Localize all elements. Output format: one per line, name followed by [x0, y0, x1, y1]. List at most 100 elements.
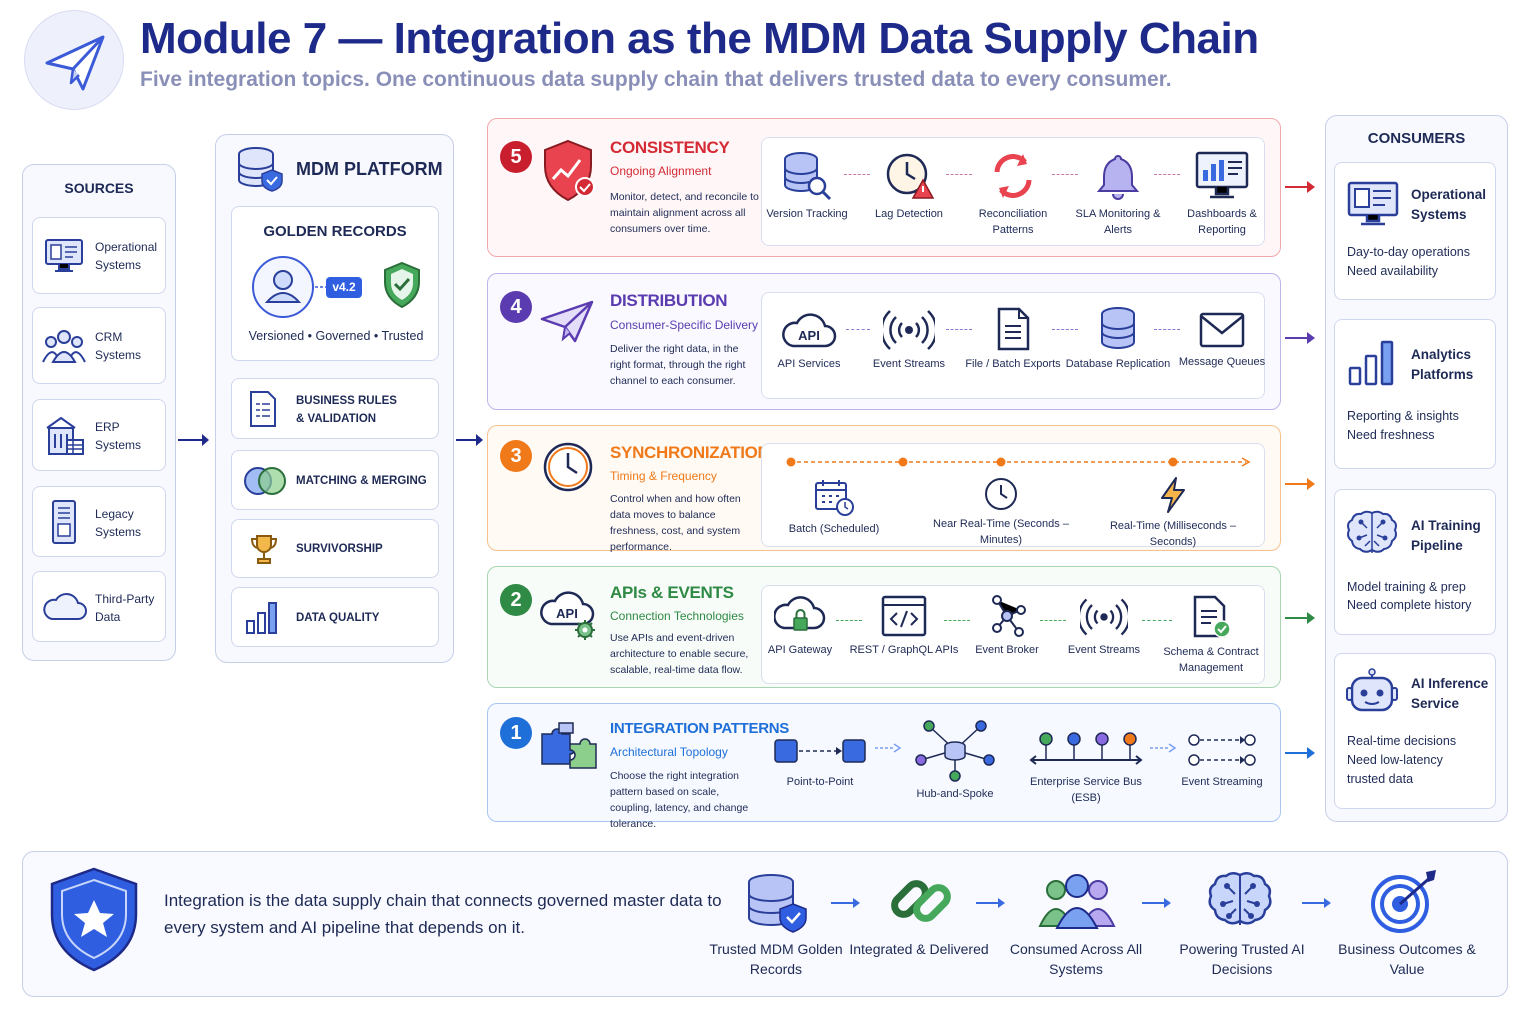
- step-label: Near Real-Time (Seconds – Minutes): [933, 518, 1069, 546]
- step-message-queues[interactable]: Message Queues: [1167, 310, 1277, 370]
- step-label: Database Replication: [1065, 358, 1171, 370]
- esb-bus-icon: [1029, 732, 1143, 765]
- bell-icon: [1096, 154, 1140, 200]
- step-event-streams-2[interactable]: Event Streams: [1049, 596, 1159, 658]
- step-rest-graphql[interactable]: REST / GraphQL APIs: [849, 594, 959, 658]
- consumer-card-ai-inference[interactable]: AI Inference Service Real-time decisions…: [1334, 653, 1496, 809]
- flow-connector: [1040, 620, 1066, 621]
- chain-label: Integrated & Delivered: [849, 941, 989, 957]
- clock-icon: [541, 440, 595, 499]
- cloud-lock-icon: [774, 596, 826, 631]
- dashboard-icon: [1195, 151, 1249, 199]
- band-title: CONSISTENCY: [610, 138, 730, 157]
- database-icon: [1101, 307, 1135, 349]
- sources-heading: SOURCES: [64, 180, 134, 196]
- source-card-crm[interactable]: CRM Systems: [32, 307, 166, 384]
- step-reconciliation[interactable]: Reconciliation Patterns: [958, 150, 1068, 238]
- pattern-point-to-point[interactable]: Point-to-Point: [764, 734, 876, 790]
- flow-connector: [844, 174, 870, 175]
- clock-warning-icon: [886, 153, 935, 199]
- step-label: REST / GraphQL APIs: [849, 644, 959, 656]
- step-event-streams[interactable]: Event Streams: [854, 308, 964, 372]
- band-title: DISTRIBUTION: [610, 291, 728, 310]
- chain-label: Powering Trusted AI Decisions: [1179, 941, 1305, 977]
- band-number-1: 1: [500, 717, 532, 749]
- platform-item-label: MATCHING & MERGING: [296, 475, 427, 487]
- consumer-card-ai-training[interactable]: AI Training Pipeline Model training & pr…: [1334, 489, 1496, 635]
- step-database-replication[interactable]: Database Replication: [1063, 306, 1173, 372]
- document-icon: [248, 390, 278, 433]
- mdm-platform-heading: MDM PLATFORM: [296, 159, 443, 179]
- calendar-clock-icon: [815, 480, 854, 516]
- platform-item-label: DATA QUALITY: [296, 612, 380, 624]
- file-icon: [997, 307, 1030, 351]
- platform-card-matching[interactable]: MATCHING & MERGING: [231, 450, 439, 510]
- step-file-batch[interactable]: File / Batch Exports: [958, 306, 1068, 372]
- step-lag-detection[interactable]: Lag Detection: [854, 150, 964, 222]
- step-batch-scheduled[interactable]: Batch (Scheduled): [779, 477, 889, 537]
- point-to-point-icon: [774, 739, 866, 763]
- broadcast-icon: [883, 310, 935, 350]
- step-label: Enterprise Service Bus (ESB): [1030, 776, 1142, 804]
- band-number-5: 5: [500, 141, 532, 173]
- step-label: Event Streams: [872, 358, 946, 370]
- band-subtitle: Architectural Topology: [610, 745, 728, 759]
- golden-records-caption: Versioned • Governed • Trusted: [248, 329, 424, 343]
- bar-chart-icon: [244, 599, 284, 640]
- monitor-icon: [1345, 179, 1401, 234]
- platform-card-survivorship[interactable]: SURVIVORSHIP: [231, 519, 439, 578]
- pattern-event-streaming[interactable]: Event Streaming: [1167, 730, 1277, 790]
- consumer-card-analytics[interactable]: Analytics Platforms Reporting & insights…: [1334, 319, 1496, 469]
- platform-card-business-rules[interactable]: BUSINESS RULES & VALIDATION: [231, 378, 439, 439]
- step-label: Event Broker: [975, 644, 1039, 656]
- people-icon: [42, 326, 86, 366]
- source-card-erp[interactable]: ERP Systems: [32, 399, 166, 471]
- golden-records-card[interactable]: GOLDEN RECORDS v4.2 Versioned • Governed…: [231, 206, 439, 361]
- band-title: APIs & EVENTS: [610, 583, 734, 602]
- step-sla-monitoring[interactable]: SLA Monitoring & Alerts: [1063, 150, 1173, 238]
- arrow-band4-to-consumers: [1285, 332, 1315, 344]
- api-cloud-text: API: [798, 328, 820, 343]
- source-card-legacy[interactable]: Legacy Systems: [32, 486, 166, 557]
- step-schema-contract[interactable]: Schema & Contract Management: [1150, 594, 1272, 676]
- chain-label: Trusted MDM Golden Records: [709, 941, 843, 977]
- step-version-tracking[interactable]: Version Tracking: [752, 150, 862, 222]
- flow-connector: [946, 174, 972, 175]
- consumer-desc-line: Need availability: [1347, 264, 1439, 278]
- step-label: Event Streaming: [1181, 776, 1263, 788]
- flow-connector: [846, 329, 870, 330]
- database-shield-icon: [745, 872, 809, 939]
- consumer-card-operational[interactable]: Operational Systems Day-to-day operation…: [1334, 162, 1496, 300]
- step-real-time[interactable]: Real-Time (Milliseconds – Seconds): [1098, 476, 1248, 550]
- step-near-real-time[interactable]: Near Real-Time (Seconds – Minutes): [930, 476, 1072, 548]
- source-card-operational[interactable]: Operational Systems: [32, 217, 166, 294]
- band-steps-container: [761, 585, 1265, 684]
- golden-records-heading: GOLDEN RECORDS: [263, 223, 407, 240]
- hub-spoke-icon: [915, 720, 995, 782]
- step-label: Lag Detection: [875, 208, 943, 220]
- pattern-esb[interactable]: Enterprise Service Bus (ESB): [1026, 730, 1146, 806]
- step-label: Reconciliation Patterns: [978, 208, 1048, 236]
- pattern-hub-and-spoke[interactable]: Hub-and-Spoke: [899, 718, 1011, 802]
- source-card-third-party[interactable]: Third-Party Data: [32, 571, 166, 642]
- brain-circuit-icon: [1207, 870, 1273, 937]
- band-subtitle: Consumer-Specific Delivery: [610, 318, 759, 332]
- source-label: ERP Systems: [95, 420, 142, 452]
- band-subtitle: Ongoing Alignment: [610, 164, 712, 178]
- consumer-desc-line: Day-to-day operations: [1347, 245, 1470, 259]
- step-api-gateway[interactable]: API Gateway: [745, 594, 855, 658]
- bar-chart-icon: [1347, 338, 1397, 393]
- step-api-services[interactable]: API API Services: [754, 308, 864, 372]
- arrow-band1-to-consumers: [1285, 747, 1315, 759]
- step-dashboards[interactable]: Dashboards & Reporting: [1167, 150, 1277, 238]
- flow-connector: [1142, 620, 1172, 621]
- page-subtitle: Five integration topics. One continuous …: [140, 68, 1172, 91]
- platform-item-label: BUSINESS RULES & VALIDATION: [296, 395, 397, 425]
- consumer-desc-line: Need complete history: [1347, 598, 1472, 612]
- lightning-icon: [1161, 477, 1185, 513]
- consumer-desc-line: Model training & prep: [1347, 580, 1466, 594]
- platform-card-data-quality[interactable]: DATA QUALITY: [231, 587, 439, 647]
- consumer-desc-line: Need freshness: [1347, 428, 1435, 442]
- step-label: Event Streams: [1067, 644, 1141, 656]
- step-event-broker[interactable]: Event Broker: [952, 594, 1062, 658]
